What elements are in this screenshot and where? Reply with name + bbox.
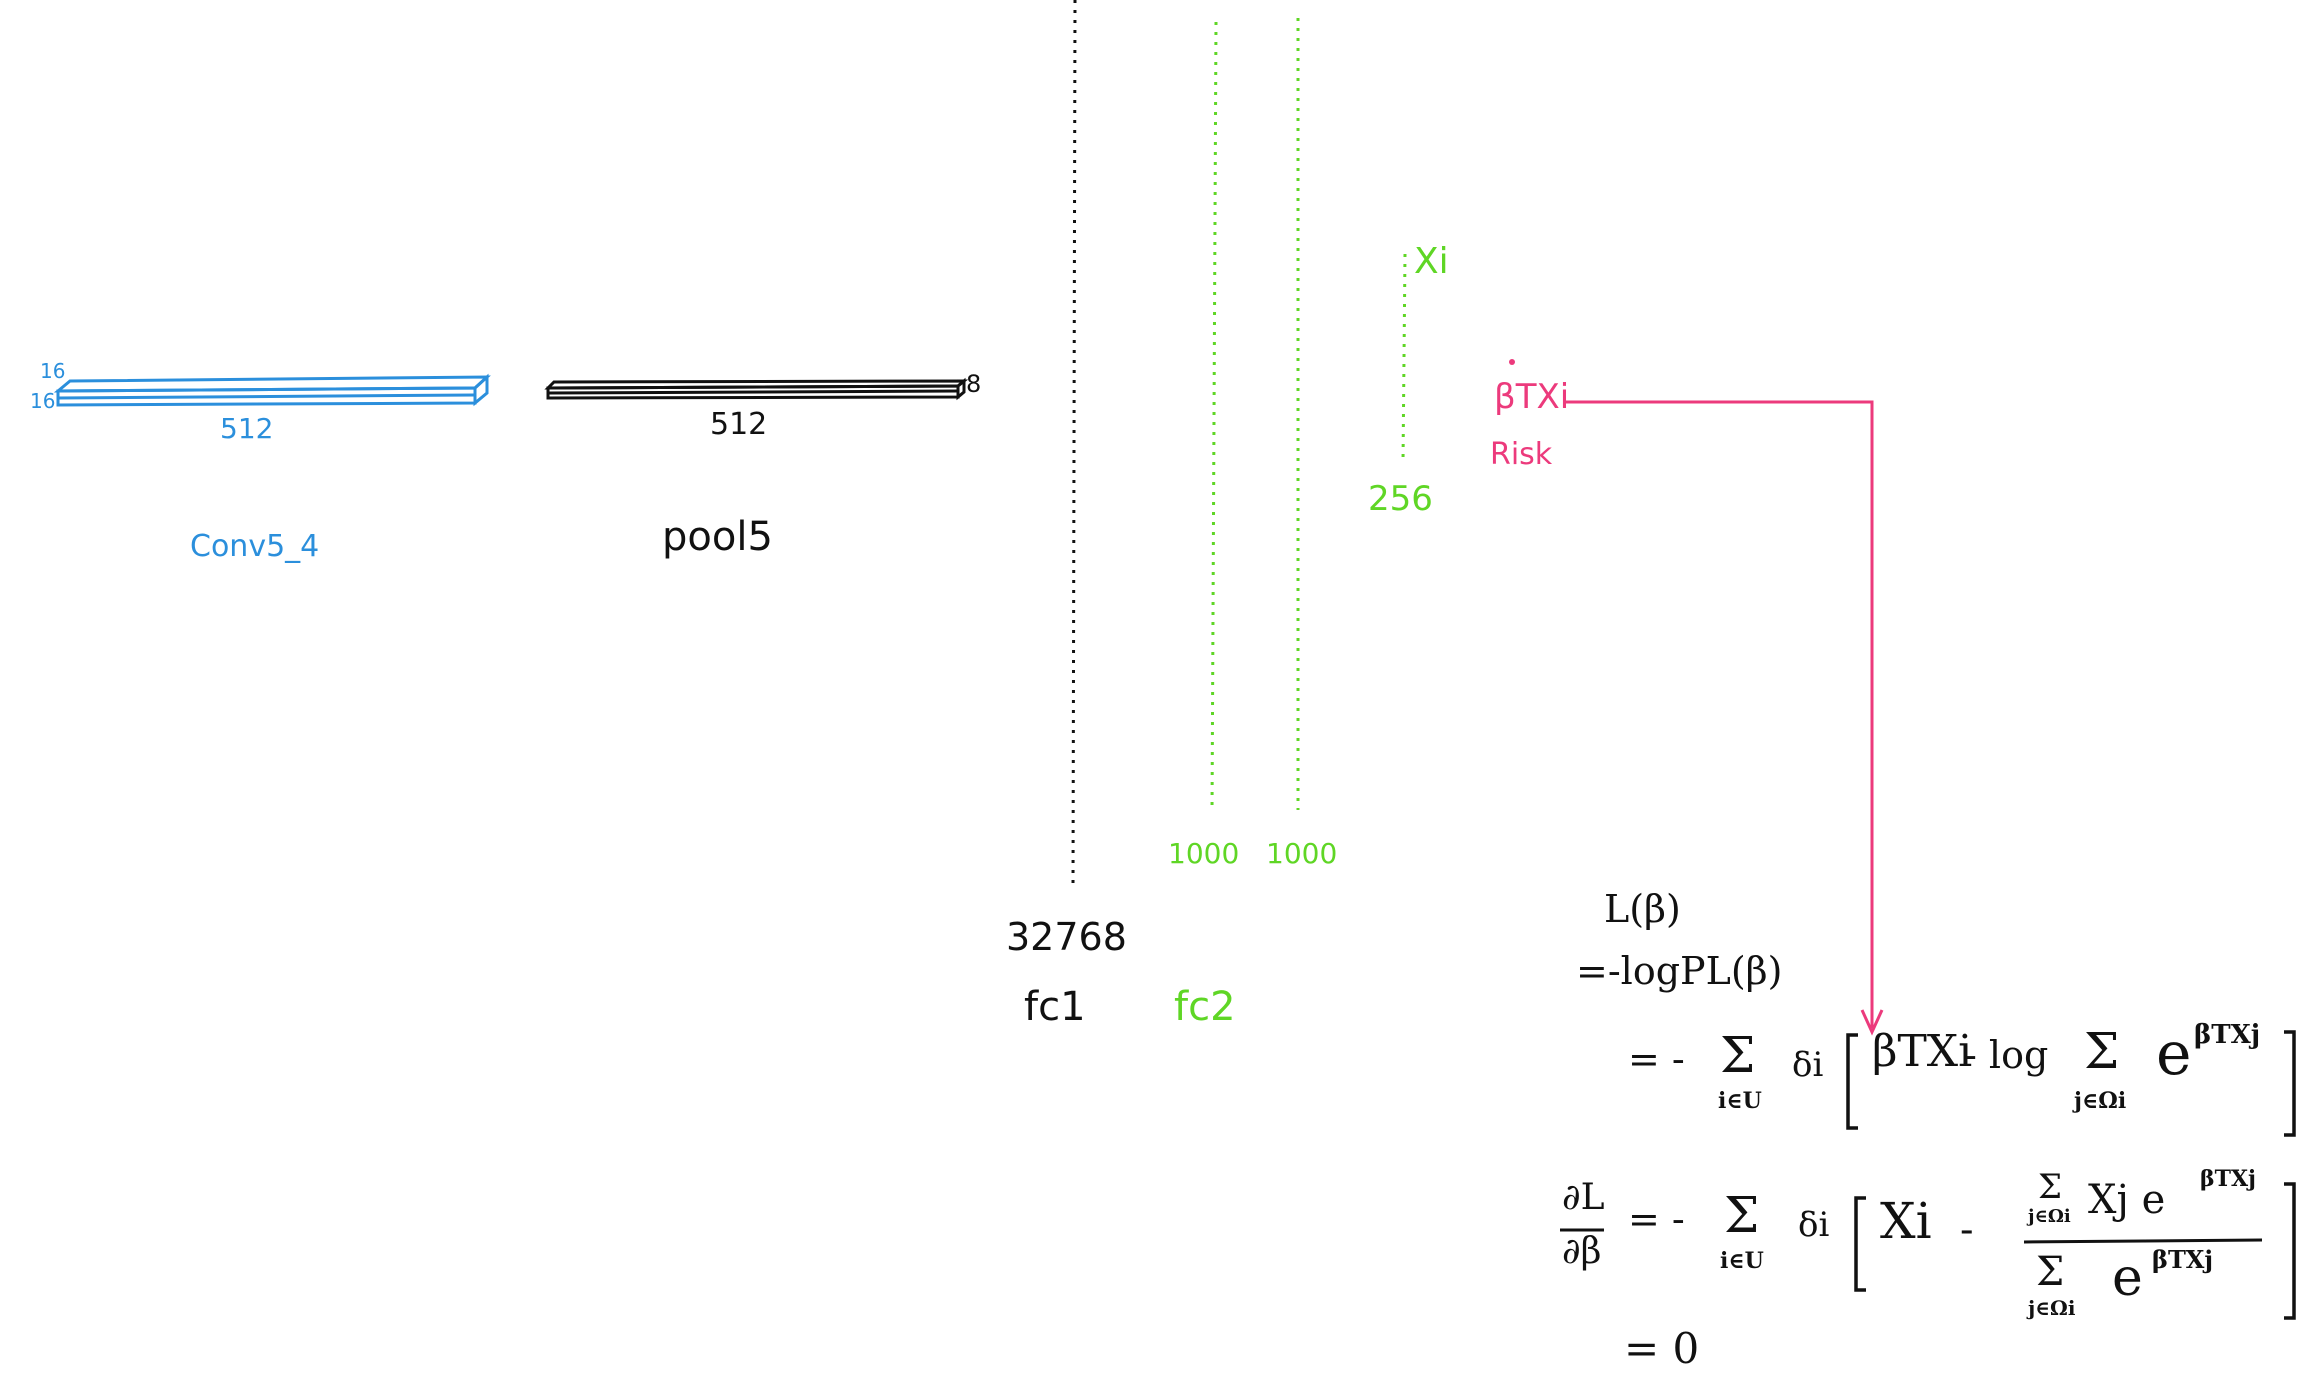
grad-den-sum-symbol: Σ [2036, 1249, 2065, 1295]
neg-log-pl: =-logPL(β) [1576, 949, 1783, 993]
loss-delta: δi [1792, 1045, 1824, 1085]
grad-sum-symbol: Σ [1724, 1186, 1760, 1244]
fc2-layer-name: fc2 [1174, 984, 1236, 1030]
conv-width-label: 512 [220, 412, 274, 445]
loss-exp-power: βTXj [2194, 1020, 2261, 1050]
fc1-size-label: 32768 [1006, 915, 1127, 959]
feature-layer-line [1401, 253, 1407, 463]
pool-width-label: 512 [710, 407, 768, 442]
conv-height-label: 16 [30, 389, 56, 413]
grad-minus: - [1960, 1207, 1974, 1253]
gradient-fraction-bar [2023, 1238, 2263, 1244]
grad-eq-sign: = - [1628, 1197, 1685, 1241]
risk-arrow [1566, 400, 1884, 1036]
grad-delta: δi [1798, 1205, 1830, 1245]
grad-brackets [1854, 1182, 2296, 1320]
grad-den-exp-power: βTXj [2152, 1245, 2214, 1274]
feature-label: Xi [1414, 241, 1449, 282]
fc2-size-label-b: 1000 [1266, 837, 1338, 870]
grad-sum-sub-i: i∈U [1720, 1248, 1764, 1274]
risk-label: Risk [1490, 437, 1553, 472]
fc2-layer-line-a [1210, 21, 1218, 813]
pool5-block [544, 377, 969, 401]
conv-layer-name: Conv5_4 [190, 529, 320, 564]
loss-eq-sign: = - [1628, 1037, 1685, 1081]
fc1-layer-name: fc1 [1024, 984, 1086, 1030]
loss-label: L(β) [1604, 887, 1681, 931]
loss-sum-symbol: Σ [1720, 1026, 1756, 1084]
pool-layer-name: pool5 [662, 514, 773, 560]
conv-depth-label: 16 [40, 359, 66, 383]
grad-den-exp-base: e [2112, 1248, 2143, 1308]
grad-xi: Xi [1880, 1192, 1932, 1250]
risk-dot [1509, 359, 1515, 365]
loss-inner-sum-symbol: Σ [2084, 1022, 2120, 1080]
fc1-layer-line [1071, 0, 1077, 889]
loss-sum-sub-j: j∈Ωi [2074, 1088, 2127, 1114]
loss-sum-sub-i: i∈U [1718, 1088, 1762, 1114]
pool-depth-label: 8 [966, 370, 982, 398]
grad-numerator: ∂L [1562, 1177, 1605, 1218]
loss-minus-log: - log [1964, 1033, 2049, 1077]
grad-denominator: ∂β [1562, 1231, 1602, 1272]
loss-exp-base: e [2156, 1019, 2192, 1089]
fc2-size-label-a: 1000 [1168, 837, 1240, 870]
grad-zero: = 0 [1624, 1324, 1700, 1373]
risk-formula: βTXi [1494, 377, 1570, 417]
grad-num-sum-sub: j∈Ωi [2028, 1206, 2071, 1227]
grad-num-sum-symbol: Σ [2038, 1167, 2063, 1207]
loss-brackets [1846, 1030, 2296, 1137]
conv5-4-block [53, 373, 491, 407]
feature-size-label: 256 [1368, 479, 1433, 519]
grad-num-exp-power: βTXj [2200, 1166, 2257, 1192]
loss-beta-x: βTXi [1872, 1026, 1973, 1077]
grad-num-term: Xj e [2088, 1177, 2166, 1223]
grad-den-sum-sub: j∈Ωi [2028, 1296, 2076, 1320]
